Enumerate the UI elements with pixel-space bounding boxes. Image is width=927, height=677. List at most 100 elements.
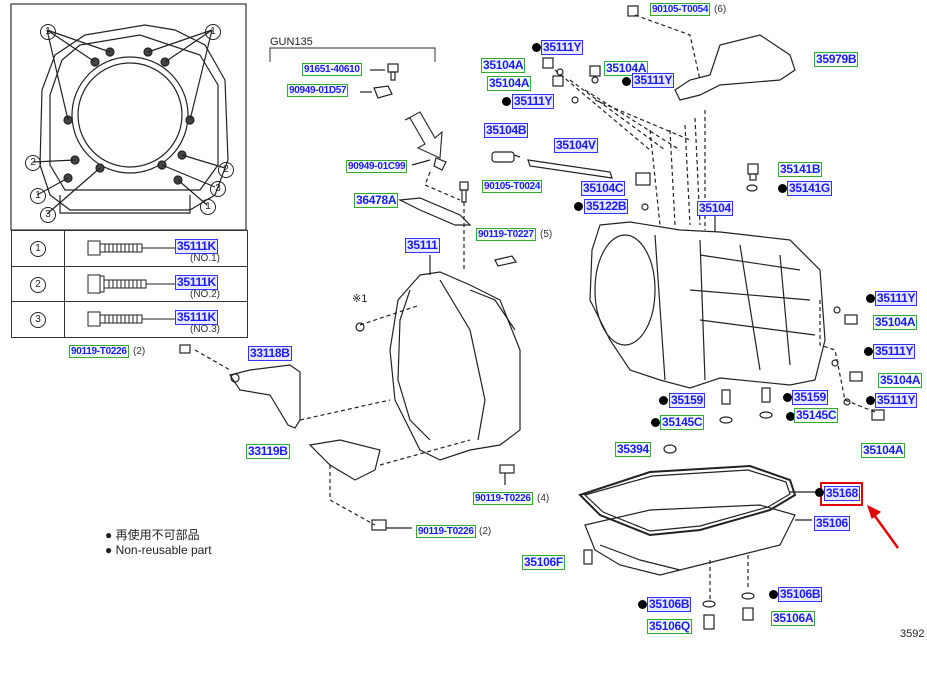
bolt-variant: (NO.2) xyxy=(190,289,220,300)
part-label-35141G[interactable]: 35141G xyxy=(787,181,832,196)
non-reusable-dot xyxy=(622,77,631,86)
part-label-35159[interactable]: 35159 xyxy=(669,393,705,408)
part-label-35111K-no2[interactable]: 35111K xyxy=(175,275,218,290)
part-label-35111Y[interactable]: 35111Y xyxy=(875,291,918,306)
bolt-table-row: 1 35111K (NO.1) xyxy=(12,231,247,266)
inset-callout-1: 1 xyxy=(30,188,46,204)
inset-callout-1: 1 xyxy=(40,24,56,40)
small-bolts-group xyxy=(360,63,517,270)
inset-callout-1: 1 xyxy=(205,24,221,40)
part-label-35106Q[interactable]: 35106Q xyxy=(647,619,692,634)
part-label-35104A[interactable]: 35104A xyxy=(878,373,923,388)
qty: (2) xyxy=(479,526,492,537)
bolt-icon xyxy=(87,311,177,327)
non-reusable-dot xyxy=(778,184,787,193)
part-label-35168[interactable]: 35168 xyxy=(824,486,860,501)
qty: (2) xyxy=(133,346,146,357)
part-label-35141B[interactable]: 35141B xyxy=(778,162,823,177)
part-label-35111Y[interactable]: 35111Y xyxy=(632,73,675,88)
part-label-35111Y[interactable]: 35111Y xyxy=(512,94,555,109)
part-label-91651-40610[interactable]: 91651-40610 xyxy=(302,63,362,76)
oil-pan-drawing xyxy=(578,464,818,630)
part-label-35145C[interactable]: 35145C xyxy=(794,408,839,423)
part-label-35104A[interactable]: 35104A xyxy=(873,315,918,330)
part-label-90949-01D57[interactable]: 90949-01D57 xyxy=(287,84,349,97)
model-group-label: GUN135 xyxy=(270,36,313,48)
part-label-90119-T0226[interactable]: 90119-T0226 xyxy=(473,492,533,505)
part-label-35111[interactable]: 35111 xyxy=(405,238,440,253)
non-reusable-dot xyxy=(769,590,778,599)
direction-arrow xyxy=(404,111,443,159)
part-label-35106B[interactable]: 35106B xyxy=(647,597,692,612)
part-label-35111K-no1[interactable]: 35111K xyxy=(175,239,218,254)
inset-callout-3: 3 xyxy=(40,207,56,223)
inset-callout-3: 3 xyxy=(210,181,226,197)
pipes-drawing xyxy=(491,57,691,211)
part-label-35111Y[interactable]: 35111Y xyxy=(541,40,584,55)
part-label-35111Y[interactable]: 35111Y xyxy=(875,393,918,408)
diagram-ref-number: 3592 xyxy=(900,628,925,640)
bolt-table-row: 2 35111K (NO.2) xyxy=(12,266,247,302)
heat-shield-drawing xyxy=(674,34,796,101)
part-label-35106A[interactable]: 35106A xyxy=(771,611,816,626)
part-label-35122B[interactable]: 35122B xyxy=(584,199,629,214)
bolt-variant: (NO.1) xyxy=(190,253,220,264)
part-label-33118B[interactable]: 33118B xyxy=(248,346,292,361)
note-marker: ※1 xyxy=(352,293,368,305)
part-label-35104B[interactable]: 35104B xyxy=(484,123,529,138)
non-reusable-dot xyxy=(574,202,583,211)
bellhousing-drawing xyxy=(355,255,521,461)
non-reusable-dot xyxy=(638,600,647,609)
inset-callout-1: 1 xyxy=(200,199,216,215)
qty: (5) xyxy=(540,229,553,240)
part-label-35106B[interactable]: 35106B xyxy=(778,587,823,602)
non-reusable-dot xyxy=(866,396,875,405)
non-reusable-dot xyxy=(815,488,824,497)
highlight-arrow xyxy=(870,511,900,549)
part-label-35111Y[interactable]: 35111Y xyxy=(873,344,916,359)
part-label-90119-T0226[interactable]: 90119-T0226 xyxy=(416,525,476,538)
mount-brackets-drawing xyxy=(179,344,471,526)
part-label-35104A[interactable]: 35104A xyxy=(481,58,526,73)
part-label-35104[interactable]: 35104 xyxy=(697,201,733,216)
part-label-35106F[interactable]: 35106F xyxy=(522,555,565,570)
part-label-35145C[interactable]: 35145C xyxy=(660,415,705,430)
part-label-90119-T0227[interactable]: 90119-T0227 xyxy=(476,228,536,241)
part-label-35159[interactable]: 35159 xyxy=(792,390,828,405)
part-label-35979B[interactable]: 35979B xyxy=(814,52,859,67)
part-label-35104A[interactable]: 35104A xyxy=(487,76,532,91)
part-label-35394[interactable]: 35394 xyxy=(615,442,651,457)
inset-case-face-drawing xyxy=(32,24,229,215)
non-reusable-dot xyxy=(866,294,875,303)
non-reusable-dot xyxy=(532,43,541,52)
inset-callout-2: 2 xyxy=(218,162,234,178)
part-label-35104V[interactable]: 35104V xyxy=(554,138,598,153)
part-label-33119B[interactable]: 33119B xyxy=(246,444,290,459)
legend-jp: ● 再使用不可部品 xyxy=(105,528,200,542)
part-label-35104A[interactable]: 35104A xyxy=(861,443,906,458)
bolt-index: 2 xyxy=(30,276,46,293)
qty: (6) xyxy=(714,4,727,15)
part-label-90105-T0024[interactable]: 90105-T0024 xyxy=(482,180,543,193)
non-reusable-dot xyxy=(864,347,873,356)
bolt-variant: (NO.3) xyxy=(190,324,220,335)
part-label-90949-01C99[interactable]: 90949-01C99 xyxy=(346,160,408,173)
bolt-icon xyxy=(87,274,177,294)
bolt-icon xyxy=(87,240,177,256)
transmission-case-drawing xyxy=(589,110,826,389)
part-label-35106[interactable]: 35106 xyxy=(814,516,850,531)
part-label-35104A[interactable]: 35104A xyxy=(604,61,649,76)
part-label-90105-T0054[interactable]: 90105-T0054 xyxy=(650,3,711,16)
part-label-35111K-no3[interactable]: 35111K xyxy=(175,310,218,325)
gun135-bracket xyxy=(269,47,436,62)
bolt-table-row: 3 35111K (NO.3) xyxy=(12,301,247,337)
part-label-90119-T0226[interactable]: 90119-T0226 xyxy=(69,345,129,358)
part-label-36478A[interactable]: 36478A xyxy=(354,193,399,208)
non-reusable-dot xyxy=(502,97,511,106)
bolt-index: 3 xyxy=(30,311,46,328)
part-label-35104C[interactable]: 35104C xyxy=(581,181,626,196)
qty: (4) xyxy=(537,493,550,504)
non-reusable-dot xyxy=(651,418,660,427)
non-reusable-dot xyxy=(783,393,792,402)
